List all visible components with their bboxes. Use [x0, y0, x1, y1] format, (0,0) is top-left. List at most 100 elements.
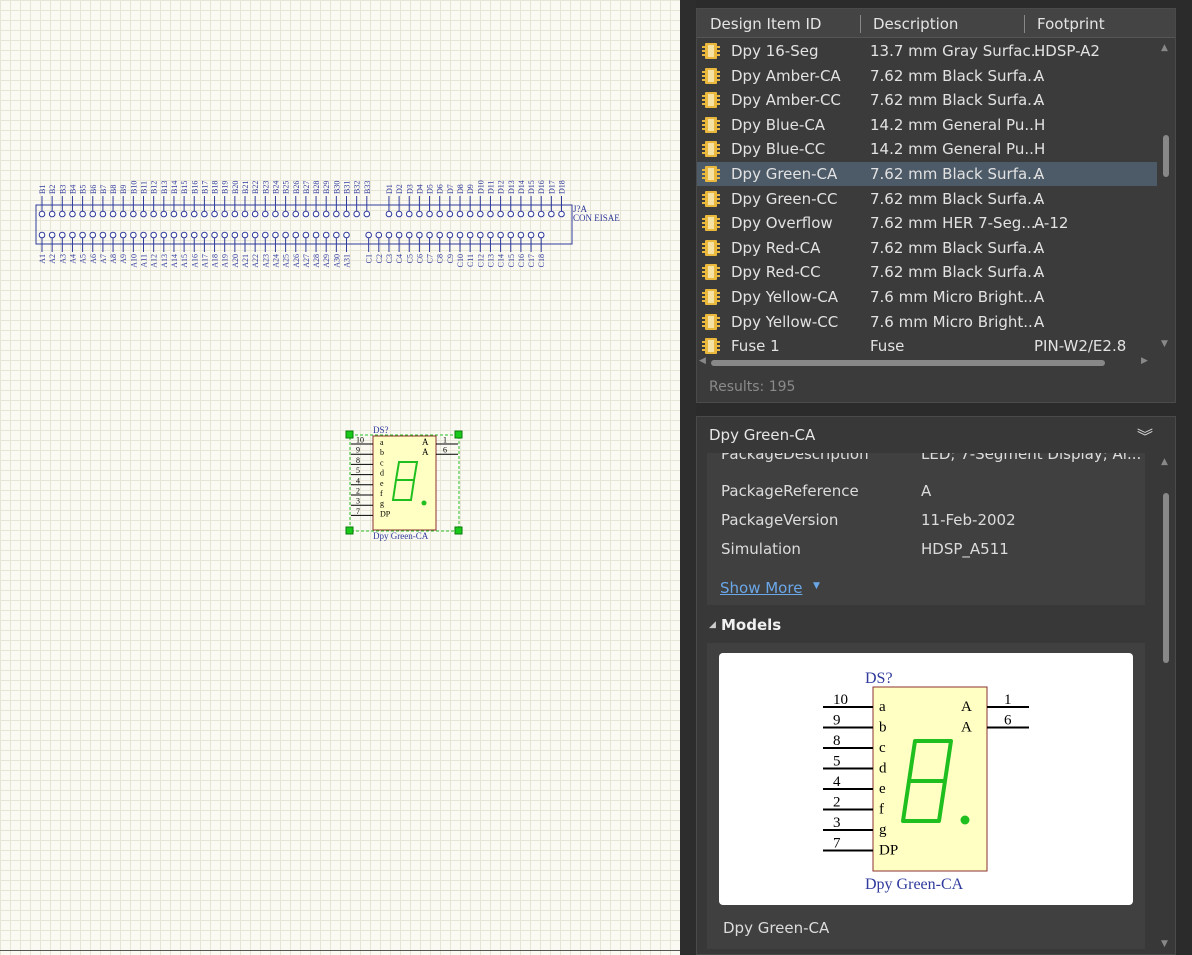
selection-handles[interactable] — [345, 430, 463, 535]
parameters-section: PackageDescription LED; 7-Segment Displa… — [707, 453, 1145, 605]
details-vertical-scrollbar[interactable]: ▲ ▼ — [1157, 453, 1175, 953]
list-horizontal-scrollbar[interactable]: ◀ ▶ — [697, 356, 1157, 369]
cell-design-item-id: Dpy Overflow — [731, 214, 833, 233]
cell-footprint: H — [1034, 140, 1046, 159]
cell-design-item-id: Dpy Yellow-CC — [731, 312, 839, 331]
scroll-up-icon[interactable]: ▲ — [1161, 43, 1168, 53]
pin-label: B9 — [119, 185, 128, 194]
models-heading[interactable]: Models — [721, 616, 782, 634]
pin-label: A1 — [38, 254, 47, 264]
scroll-right-icon[interactable]: ▶ — [1141, 356, 1148, 366]
component-icon — [702, 215, 720, 232]
component-list-panel: Design Item ID Description Footprint Dpy… — [696, 8, 1176, 403]
pin-label: C1 — [365, 254, 374, 263]
show-more-link[interactable]: Show More — [720, 579, 803, 597]
column-separator[interactable] — [1024, 15, 1025, 33]
pin-label: B1 — [38, 185, 47, 194]
panel-splitter[interactable] — [680, 0, 696, 955]
pin-label: A29 — [322, 254, 331, 268]
component-icon — [702, 313, 720, 330]
pin-number: 9 — [833, 713, 841, 729]
preview-seven-segment-glyph — [901, 739, 953, 823]
pin-label: A6 — [89, 254, 98, 264]
pin-label: C13 — [486, 254, 495, 267]
pin-label: B23 — [261, 181, 270, 194]
pin-label: B31 — [343, 181, 352, 194]
column-footprint[interactable]: Footprint — [1037, 15, 1105, 33]
pin-label: A5 — [79, 254, 88, 264]
pin-label: C10 — [456, 254, 465, 267]
pin-label: A8 — [109, 254, 118, 264]
pin-label: A31 — [343, 254, 352, 268]
pin-label: A — [961, 699, 972, 715]
pin-label: A — [961, 720, 972, 736]
cell-footprint: A — [1034, 263, 1045, 282]
chevron-down-icon[interactable]: ▼ — [813, 581, 820, 591]
scroll-down-icon[interactable]: ▼ — [1161, 339, 1168, 349]
pin-label: D10 — [476, 180, 485, 194]
scroll-thumb[interactable] — [711, 360, 1105, 366]
cell-design-item-id: Dpy Yellow-CA — [731, 288, 839, 306]
pin-number: 8 — [833, 733, 841, 749]
pin-label: D13 — [507, 180, 516, 194]
column-separator[interactable] — [860, 15, 861, 33]
pin-label: D8 — [456, 184, 465, 194]
cell-description: 7.6 mm Micro Bright... — [870, 312, 1038, 331]
cell-description: Fuse — [870, 337, 905, 356]
pin-label: D17 — [547, 180, 556, 194]
scroll-down-icon[interactable]: ▼ — [1161, 939, 1168, 949]
pin-segment: d — [380, 469, 384, 478]
cell-footprint: A — [1034, 189, 1045, 208]
pin-label: A18 — [211, 254, 220, 268]
pin-label: C15 — [507, 254, 516, 267]
cell-footprint: A — [1034, 238, 1045, 257]
pin-label: B30 — [332, 181, 341, 194]
pin-label: D14 — [517, 180, 526, 194]
pin-number: 5 — [356, 466, 360, 475]
cell-footprint: A — [1034, 66, 1045, 85]
pin-number: 3 — [833, 815, 841, 831]
pin-label: C8 — [436, 254, 445, 263]
param-row: PackageVersion 11-Feb-2002 — [721, 511, 1016, 529]
scroll-left-icon[interactable]: ◀ — [699, 356, 706, 366]
collapse-chevron-icon[interactable]: ︾ — [1137, 427, 1154, 446]
pin-label: B18 — [211, 181, 220, 194]
pin-label: A24 — [271, 254, 280, 268]
scroll-up-icon[interactable]: ▲ — [1161, 457, 1168, 467]
column-design-item-id[interactable]: Design Item ID — [710, 15, 822, 33]
expand-triangle-icon[interactable]: ◢ — [709, 620, 716, 630]
pin-label: B7 — [99, 185, 108, 194]
pin-number: 7 — [356, 507, 360, 516]
column-description[interactable]: Description — [873, 15, 959, 33]
component-icon — [702, 289, 720, 305]
pin-segment: g — [380, 499, 384, 508]
pin-label: D7 — [446, 184, 455, 194]
cell-description: 7.62 mm Black Surfa... — [870, 189, 1042, 208]
cell-footprint: A — [1034, 288, 1045, 306]
cell-description: 14.2 mm General Pu... — [870, 115, 1039, 134]
pin-label: A28 — [312, 254, 321, 268]
scroll-thumb[interactable] — [1163, 493, 1169, 663]
list-vertical-scrollbar[interactable]: ▲ ▼ — [1157, 39, 1175, 359]
scroll-thumb[interactable] — [1163, 135, 1169, 177]
